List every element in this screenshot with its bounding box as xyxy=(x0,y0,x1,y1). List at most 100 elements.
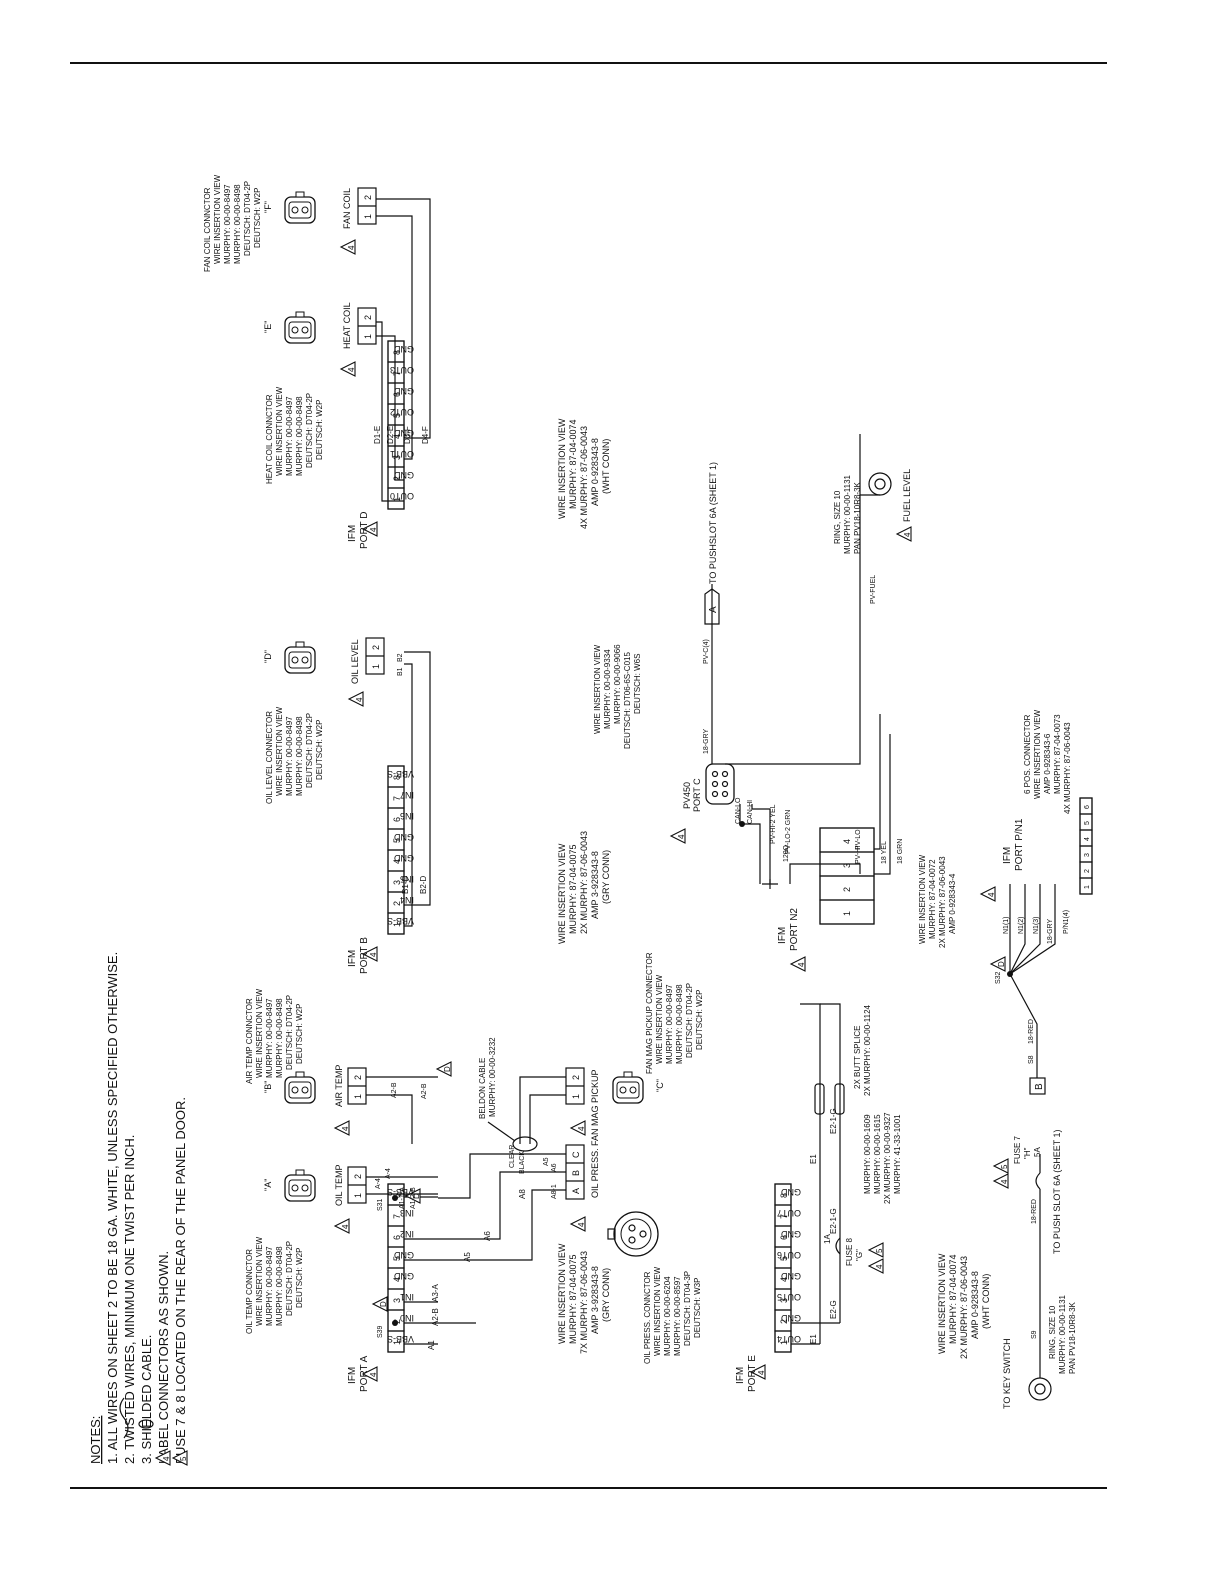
svg-text:18 GRN: 18 GRN xyxy=(897,839,904,864)
svg-text:2: 2 xyxy=(371,645,381,650)
svg-text:C: C xyxy=(571,1151,581,1158)
key-switch-circuit: TO KEY SWITCH RING, SIZE 10 MURPHY: 00-0… xyxy=(993,1129,1077,1409)
port-a-spec-5: (GRY CONN) xyxy=(601,1268,611,1322)
svg-text:2X MURPHY: 87-06-0043: 2X MURPHY: 87-06-0043 xyxy=(938,856,947,948)
air-temp-connector: 1 2 AIR TEMP 4 "B" AIR TEMP CONNCTOR WIR… xyxy=(245,988,438,1144)
svg-text:AMP 0-928343-4: AMP 0-928343-4 xyxy=(948,873,957,934)
pin-label: IN0 xyxy=(400,1313,414,1323)
svg-text:1: 1 xyxy=(363,334,373,339)
svg-text:PV-FUEL: PV-FUEL xyxy=(870,575,877,604)
svg-text:4: 4 xyxy=(797,962,806,967)
pin-number: 5 xyxy=(392,838,402,843)
svg-text:MURPHY: 00-00-9066: MURPHY: 00-00-9066 xyxy=(613,644,622,724)
svg-text:4: 4 xyxy=(369,1372,378,1377)
note-3: 3. SHIELDED CABLE. xyxy=(139,1335,154,1464)
svg-text:DEUTSCH: W2P: DEUTSCH: W2P xyxy=(695,990,704,1050)
pin-number: 1 xyxy=(392,497,402,502)
svg-text:4: 4 xyxy=(1000,1179,1009,1184)
pin-label: OUT5 xyxy=(777,1292,801,1302)
svg-text:S9: S9 xyxy=(1031,1330,1038,1339)
svg-text:CAN-LO: CAN-LO xyxy=(735,797,742,824)
svg-text:MURPHY: 87-04-0074: MURPHY: 87-04-0074 xyxy=(568,419,578,509)
svg-text:4: 4 xyxy=(347,245,356,250)
svg-text:S8: S8 xyxy=(1028,1055,1035,1064)
svg-text:A2-B: A2-B xyxy=(431,1308,440,1326)
pin-number: 4 xyxy=(779,1277,789,1282)
port-a-spec-4: AMP 3-928343-8 xyxy=(590,1266,600,1334)
svg-text:PV-LO: PV-LO xyxy=(855,829,862,850)
round-plug-icon xyxy=(607,1211,659,1257)
svg-text:E2-1-G: E2-1-G xyxy=(829,1108,838,1134)
pv450-port-c: 4 PV450 PORT C CAN-LO CAN-HI PV-HI-2 YEL… xyxy=(593,434,862,889)
pin-label: OUT1 xyxy=(390,449,414,459)
svg-text:1: 1 xyxy=(353,1094,363,1099)
pin-label: IN3 xyxy=(400,1208,414,1218)
svg-text:AIR TEMP CONNCTOR: AIR TEMP CONNCTOR xyxy=(245,998,254,1084)
pin-number: 2 xyxy=(392,901,402,906)
fan-coil-letter: "F" xyxy=(263,201,273,213)
svg-text:WIRE INSERTION VIEW: WIRE INSERTION VIEW xyxy=(937,1253,947,1354)
svg-text:A6: A6 xyxy=(551,1163,558,1172)
pin-label: OUT3 xyxy=(390,365,414,375)
svg-text:1: 1 xyxy=(371,664,381,669)
pin-number: 5 xyxy=(1084,821,1091,825)
svg-text:DEUTSCH: W2P: DEUTSCH: W2P xyxy=(315,400,324,460)
svg-text:4: 4 xyxy=(369,527,378,532)
svg-text:MURPHY: 00-00-1131: MURPHY: 00-00-1131 xyxy=(1058,1294,1067,1374)
svg-text:2: 2 xyxy=(363,195,373,200)
svg-text:PORT N2: PORT N2 xyxy=(789,908,800,951)
svg-text:IFM: IFM xyxy=(1002,847,1013,864)
svg-text:OIL PRESS. CONNCTOR: OIL PRESS. CONNCTOR xyxy=(643,1271,652,1364)
pin-number: 8 xyxy=(392,775,402,780)
pin-label: OUT0 xyxy=(390,491,414,501)
svg-text:N1(3): N1(3) xyxy=(1033,916,1040,934)
svg-text:PV-HI-2 YEL: PV-HI-2 YEL xyxy=(770,804,777,844)
pin-number: 1 xyxy=(392,922,402,927)
svg-text:4: 4 xyxy=(875,1264,884,1269)
pin-label: GND xyxy=(394,428,415,438)
heat-coil-connector: 1 2 HEAT COIL 4 "E" HEAT COIL CONNCTOR W… xyxy=(263,302,377,484)
pin-label: VBB-S xyxy=(387,1334,414,1344)
pin-number: 6 xyxy=(392,1235,402,1240)
pin-number: 8 xyxy=(779,1193,789,1198)
six-pin-plug-icon xyxy=(705,763,735,805)
pin-cell xyxy=(774,1183,792,1206)
svg-text:FUSE 8: FUSE 8 xyxy=(845,1237,854,1266)
svg-text:2: 2 xyxy=(353,1174,363,1179)
pin-number: 1 xyxy=(779,1340,789,1345)
svg-text:MURPHY: 87-04-0074: MURPHY: 87-04-0074 xyxy=(948,1254,958,1344)
pin-label: IN6 xyxy=(400,811,414,821)
svg-text:4: 4 xyxy=(577,1222,586,1227)
pin-number: 3 xyxy=(1084,853,1091,857)
svg-text:IFM: IFM xyxy=(777,927,788,944)
svg-text:A5: A5 xyxy=(543,1157,550,1166)
pin-number: 8 xyxy=(392,1193,402,1198)
svg-text:MURPHY: 00-00-8498: MURPHY: 00-00-8498 xyxy=(275,1246,284,1326)
port-d-title: IFM xyxy=(347,525,358,542)
pin-number: 6 xyxy=(1084,805,1091,809)
svg-text:120Ω: 120Ω xyxy=(783,845,790,862)
svg-text:18 YEL: 18 YEL xyxy=(881,841,888,864)
svg-text:A: A xyxy=(571,1188,581,1194)
port-e-subtitle: PORT E xyxy=(747,1355,758,1392)
air-temp-letter: "B" xyxy=(263,1081,273,1093)
pin-number: 3 xyxy=(842,863,852,868)
pin-label: GND xyxy=(781,1271,802,1281)
pin-label: GND xyxy=(781,1187,802,1197)
svg-text:1: 1 xyxy=(571,1094,581,1099)
oil-temp-connector: 1 2 OIL TEMP 4 "A" OIL TEMP CONNCTOR WIR… xyxy=(245,1164,438,1334)
svg-text:4: 4 xyxy=(677,834,686,839)
port-e-title: IFM xyxy=(735,1367,746,1384)
pin-label: OUT2 xyxy=(390,407,414,417)
svg-text:B: B xyxy=(1034,1083,1045,1090)
fuel-level-circuit: PV-FUEL RING, SIZE 10 MURPHY: 00-00-1131… xyxy=(833,469,912,604)
svg-text:B: B xyxy=(571,1170,581,1176)
svg-text:MURPHY: 00-00-8497: MURPHY: 00-00-8497 xyxy=(265,998,274,1078)
svg-text:TO PUSH SLOT 6A (SHEET 1): TO PUSH SLOT 6A (SHEET 1) xyxy=(1052,1129,1062,1254)
pin-number: 3 xyxy=(779,1298,789,1303)
